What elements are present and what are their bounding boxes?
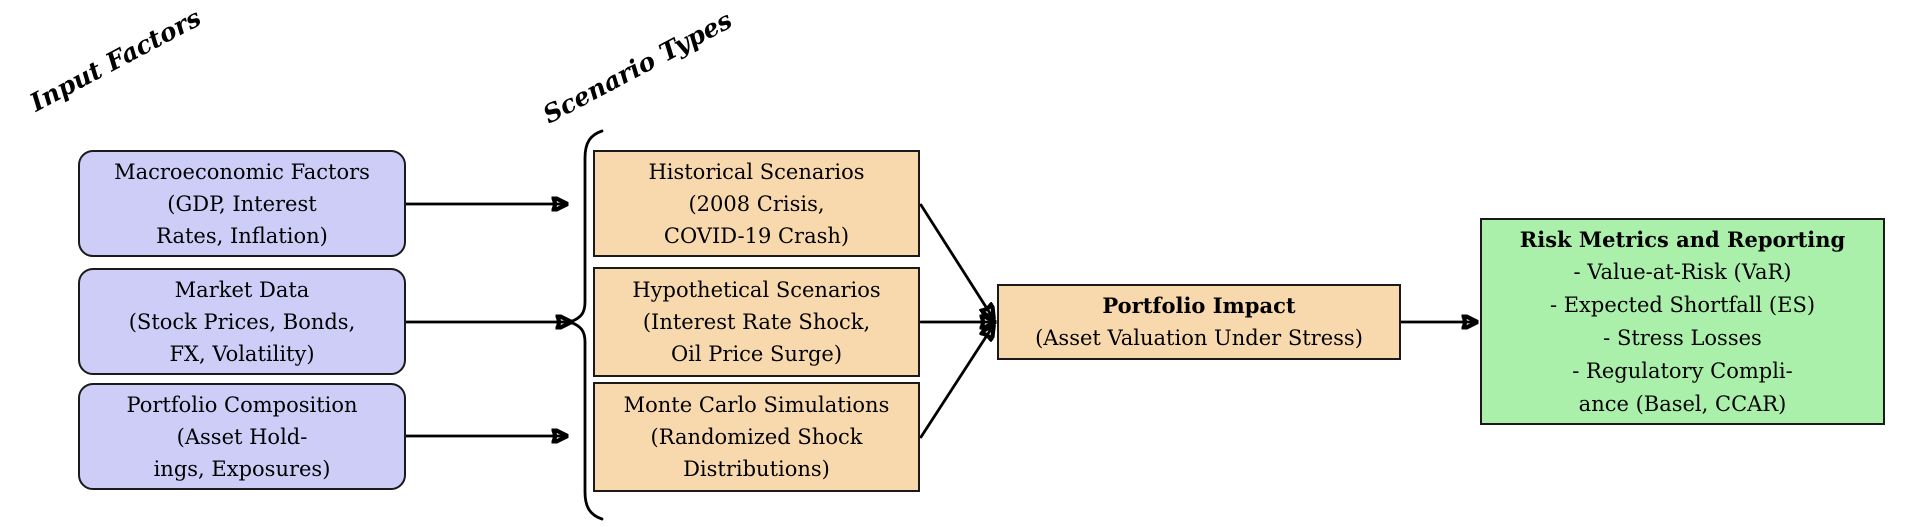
box-line: (2008 Crisis, [688,191,825,216]
box-line: (Asset Hold- [176,424,308,449]
box-line: (Interest Rate Shock, [642,310,871,334]
box-line: Macroeconomic Factors [114,159,370,184]
box-line: COVID-19 Crash) [663,223,850,248]
box-line: Monte Carlo Simulations [623,393,890,417]
risk-metric-item: ance (Basel, CCAR) [1578,391,1787,416]
historical-scenarios-box: Historical Scenarios (2008 Crisis, COVID… [593,150,920,257]
box-line: Rates, Inflation) [156,223,328,248]
box-line: Portfolio Composition [126,392,358,417]
macroeconomic-factors-box: Macroeconomic Factors (GDP, Interest Rat… [78,150,406,257]
risk-metric-item: - Regulatory Compli- [1572,358,1793,383]
risk-metrics-title: Risk Metrics and Reporting [1519,226,1846,252]
arrow-historical-to-impact [919,203,993,318]
box-line: Market Data [174,277,310,302]
box-line: (GDP, Interest [167,191,317,216]
box-line: ings, Exposures) [153,456,331,481]
portfolio-composition-box: Portfolio Composition (Asset Hold- ings,… [78,383,406,490]
box-line: (Stock Prices, Bonds, [128,309,356,334]
risk-metric-item: - Expected Shortfall (ES) [1549,292,1816,317]
portfolio-impact-box: Portfolio Impact (Asset Valuation Under … [997,284,1401,360]
box-line: Historical Scenarios [648,159,865,184]
hypothetical-scenarios-box: Hypothetical Scenarios (Interest Rate Sh… [593,267,920,377]
arrow-montecarlo-to-impact [919,326,993,439]
box-line: Oil Price Surge) [670,342,843,366]
risk-metric-item: - Value-at-Risk (VaR) [1573,259,1792,284]
risk-metric-item: - Stress Losses [1603,325,1762,350]
market-data-box: Market Data (Stock Prices, Bonds, FX, Vo… [78,268,406,375]
risk-metrics-box: Risk Metrics and Reporting - Value-at-Ri… [1480,218,1885,425]
scenario-types-brace [565,129,604,521]
portfolio-impact-title: Portfolio Impact [1102,293,1296,318]
box-line: Hypothetical Scenarios [632,278,881,302]
box-line: FX, Volatility) [169,341,315,366]
monte-carlo-simulations-box: Monte Carlo Simulations (Randomized Shoc… [593,382,920,492]
portfolio-impact-subtitle: (Asset Valuation Under Stress) [1035,326,1363,350]
box-line: (Randomized Shock [650,425,863,449]
box-line: Distributions) [683,457,830,481]
